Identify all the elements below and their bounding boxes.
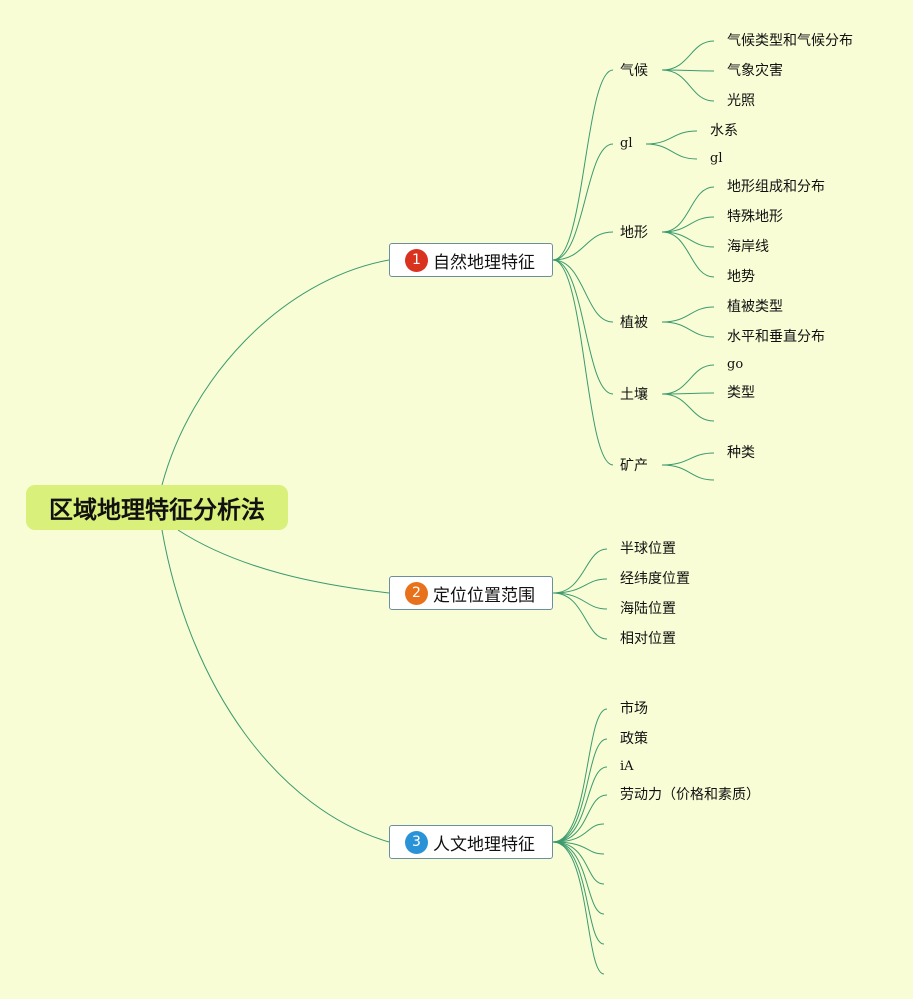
topic-land-sea-position[interactable]: 海陆位置 xyxy=(620,601,676,617)
priority-3-icon: 3 xyxy=(405,830,428,854)
link-natural-vegetation xyxy=(552,259,614,323)
leaf-soil-go[interactable]: go xyxy=(727,357,744,372)
link-natural-soil xyxy=(552,259,614,395)
branch-natural-geography[interactable]: 1 自然地理特征 xyxy=(389,243,553,277)
leaf-terrain-coastline[interactable]: 海岸线 xyxy=(727,239,769,255)
topic-minerals[interactable]: 矿产 xyxy=(620,458,648,474)
topic-ia[interactable]: iA xyxy=(620,759,634,774)
branch-label: 定位位置范围 xyxy=(433,585,535,606)
link-natural-minerals xyxy=(552,259,614,466)
root-topic-label: 区域地理特征分析法 xyxy=(49,496,265,524)
branch-human-geography[interactable]: 3 人文地理特征 xyxy=(389,825,553,859)
link-natural-climate xyxy=(552,69,614,261)
leaf-terrain-special[interactable]: 特殊地形 xyxy=(727,209,783,225)
leaf-minerals-kind[interactable]: 种类 xyxy=(727,445,755,461)
topic-hemisphere-position[interactable]: 半球位置 xyxy=(620,541,676,557)
leaf-climate-sunlight[interactable]: 光照 xyxy=(727,93,755,109)
leaf-climate-type[interactable]: 气候类型和气候分布 xyxy=(727,33,853,49)
link-natural-terrain xyxy=(552,231,614,261)
root-topic[interactable]: 区域地理特征分析法 xyxy=(26,485,288,530)
topic-vegetation[interactable]: 植被 xyxy=(620,315,648,331)
topic-terrain[interactable]: 地形 xyxy=(620,225,648,241)
branch-label: 人文地理特征 xyxy=(433,834,535,855)
topic-water[interactable]: gl xyxy=(620,136,633,151)
leaf-water-gl[interactable]: gl xyxy=(710,151,723,166)
link-natural-water xyxy=(552,143,614,261)
leaf-water-system[interactable]: 水系 xyxy=(710,123,738,139)
link-root-location xyxy=(177,529,390,594)
leaf-climate-disaster[interactable]: 气象灾害 xyxy=(727,63,783,79)
priority-2-icon: 2 xyxy=(405,581,428,605)
leaf-vegetation-distribution[interactable]: 水平和垂直分布 xyxy=(727,329,825,345)
topic-labor[interactable]: 劳动力（价格和素质） xyxy=(620,787,760,803)
leaf-terrain-composition[interactable]: 地形组成和分布 xyxy=(727,179,825,195)
leaf-soil-type[interactable]: 类型 xyxy=(727,385,755,401)
topic-market[interactable]: 市场 xyxy=(620,701,648,717)
topic-climate[interactable]: 气候 xyxy=(620,63,648,79)
topic-soil[interactable]: 土壤 xyxy=(620,387,648,403)
leaf-terrain-relief[interactable]: 地势 xyxy=(727,269,755,285)
link-root-natural xyxy=(161,259,390,486)
branch-location-range[interactable]: 2 定位位置范围 xyxy=(389,576,553,610)
topic-relative-position[interactable]: 相对位置 xyxy=(620,631,676,647)
topic-policy[interactable]: 政策 xyxy=(620,731,648,747)
link-root-human xyxy=(161,529,390,843)
topic-latlong-position[interactable]: 经纬度位置 xyxy=(620,571,690,587)
branch-label: 自然地理特征 xyxy=(433,252,535,273)
leaf-vegetation-type[interactable]: 植被类型 xyxy=(727,299,783,315)
priority-1-icon: 1 xyxy=(405,248,428,272)
